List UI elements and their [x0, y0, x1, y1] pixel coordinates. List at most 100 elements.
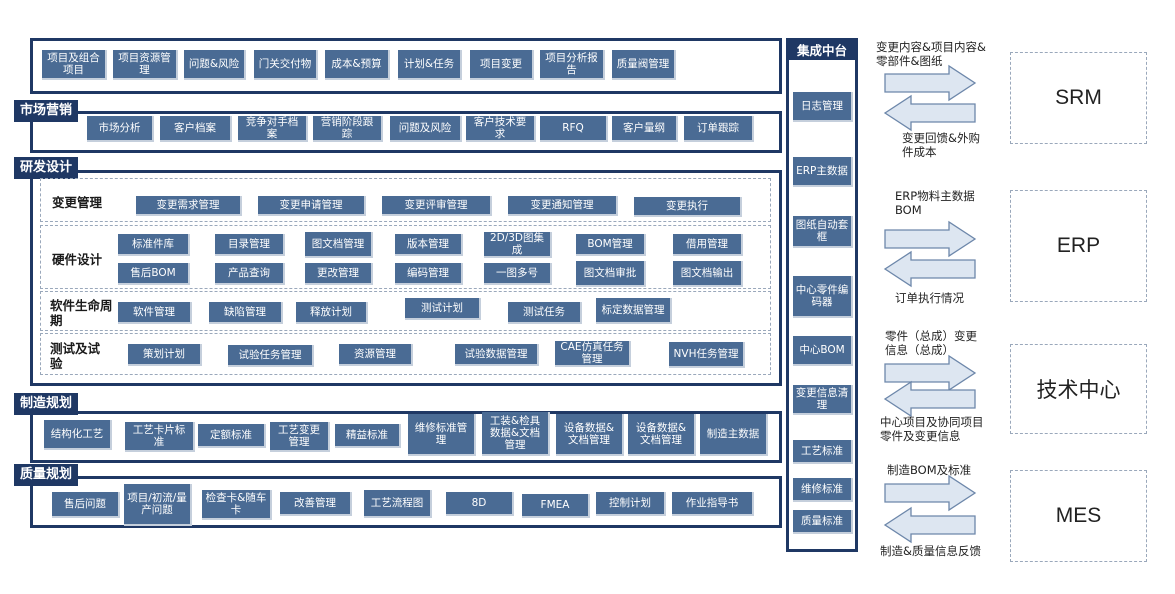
marketing-item[interactable]: 竞争对手档案 [238, 116, 308, 142]
software-row [40, 291, 771, 331]
manufacturing-item[interactable]: 设备数据&文档管理 [628, 414, 696, 456]
software-item[interactable]: 释放计划 [296, 302, 368, 324]
project-item[interactable]: 成本&预算 [325, 50, 390, 80]
quality-item[interactable]: 作业指导书 [672, 492, 754, 516]
testing-item[interactable]: NVH任务管理 [669, 342, 745, 368]
marketing-item[interactable]: 客户技术要求 [466, 116, 536, 142]
tech-in-note: 中心项目及协同项目零件及变更信息 [880, 415, 984, 443]
quality-item[interactable]: 检查卡&随车卡 [202, 490, 272, 520]
tech-center-system: 技术中心 [1010, 344, 1147, 434]
quality-item[interactable]: 控制计划 [596, 492, 666, 516]
hub-item[interactable]: 日志管理 [793, 92, 853, 122]
hardware-label: 硬件设计 [52, 252, 103, 267]
manufacturing-item[interactable]: 制造主数据 [700, 414, 768, 456]
hub-item[interactable]: 中心零件编码器 [793, 276, 853, 318]
marketing-item[interactable]: 营销阶段跟踪 [313, 116, 383, 142]
testing-row [40, 333, 771, 375]
hardware-item[interactable]: 借用管理 [673, 234, 743, 256]
testing-item[interactable]: 策划计划 [128, 344, 202, 366]
marketing-item[interactable]: 客户档案 [160, 116, 232, 142]
project-item[interactable]: 项目分析报告 [540, 50, 605, 80]
project-item[interactable]: 项目及组合项目 [42, 50, 107, 80]
hardware-item[interactable]: 产品查询 [215, 263, 285, 285]
change-row [40, 178, 771, 222]
quality-title: 质量规划 [14, 464, 79, 486]
software-item[interactable]: 标定数据管理 [596, 298, 672, 324]
testing-item[interactable]: 资源管理 [339, 344, 413, 366]
project-item[interactable]: 计划&任务 [398, 50, 462, 80]
testing-label: 测试及试验 [50, 341, 101, 371]
hardware-item[interactable]: 编码管理 [395, 263, 463, 285]
testing-item[interactable]: 试验任务管理 [228, 345, 314, 367]
project-item[interactable]: 问题&风险 [184, 50, 246, 80]
hardware-item[interactable]: 一图多号 [484, 263, 552, 285]
right-arrow-icon [884, 354, 977, 392]
project-item[interactable]: 质量阀管理 [612, 50, 676, 80]
marketing-item[interactable]: 客户量纲 [612, 116, 678, 142]
erp-system: ERP [1010, 190, 1147, 302]
hub-item[interactable]: 中心BOM [793, 336, 853, 366]
srm-in-note: 变更回馈&外购件成本 [902, 131, 980, 159]
software-item[interactable]: 软件管理 [118, 302, 192, 324]
marketing-item[interactable]: 问题及风险 [390, 116, 462, 142]
change-item[interactable]: 变更申请管理 [258, 196, 366, 216]
manufacturing-item[interactable]: 维修标准管理 [408, 414, 476, 456]
hub-item[interactable]: ERP主数据 [793, 157, 853, 187]
quality-item[interactable]: 8D [446, 492, 514, 516]
erp-in-note: 订单执行情况 [895, 291, 964, 305]
hub-item[interactable]: 图纸自动套框 [793, 216, 853, 248]
srm-out-note: 变更内容&项目内容&零部件&图纸 [876, 40, 986, 68]
hardware-item[interactable]: 目录管理 [215, 234, 285, 256]
testing-item[interactable]: CAE仿真任务管理 [555, 341, 631, 367]
hardware-item[interactable]: 标准件库 [118, 234, 190, 256]
change-item[interactable]: 变更执行 [634, 197, 742, 217]
quality-item[interactable]: 工艺流程图 [364, 490, 432, 518]
left-arrow-icon [883, 380, 976, 418]
manufacturing-item[interactable]: 工装&检具数据&文档管理 [482, 412, 550, 456]
hub-item[interactable]: 质量标准 [793, 510, 853, 534]
hardware-item[interactable]: 更改管理 [305, 263, 373, 285]
right-arrow-icon [884, 64, 977, 102]
hub-item[interactable]: 维修标准 [793, 478, 853, 502]
change-item[interactable]: 变更需求管理 [136, 196, 242, 216]
project-item[interactable]: 项目变更 [470, 50, 534, 80]
quality-item[interactable]: FMEA [522, 494, 590, 518]
left-arrow-icon [883, 250, 976, 288]
hardware-item[interactable]: 2D/3D图集成 [484, 232, 552, 258]
change-item[interactable]: 变更通知管理 [508, 196, 618, 216]
hardware-item[interactable]: 图文档管理 [305, 232, 373, 258]
hardware-item[interactable]: 版本管理 [395, 234, 463, 256]
software-item[interactable]: 测试计划 [405, 298, 481, 320]
hub-title: 集成中台 [786, 38, 858, 60]
hardware-item[interactable]: 图文档审批 [576, 261, 646, 287]
marketing-title: 市场营销 [14, 100, 79, 122]
marketing-item[interactable]: 市场分析 [87, 116, 154, 142]
software-item[interactable]: 缺陷管理 [209, 302, 283, 324]
manufacturing-item[interactable]: 设备数据&文档管理 [556, 414, 624, 456]
change-item[interactable]: 变更评审管理 [382, 196, 492, 216]
testing-item[interactable]: 试验数据管理 [455, 344, 539, 366]
hub-item[interactable]: 工艺标准 [793, 440, 853, 464]
tech-out-note: 零件（总成）变更信息（总成） [885, 329, 977, 357]
manufacturing-item[interactable]: 定额标准 [198, 424, 266, 448]
hardware-item[interactable]: 售后BOM [118, 263, 190, 285]
right-arrow-icon [884, 220, 977, 258]
hub-item[interactable]: 变更信息清理 [793, 385, 853, 415]
hardware-item[interactable]: 图文档输出 [673, 261, 743, 287]
srm-system: SRM [1010, 52, 1147, 144]
mes-in-note: 制造&质量信息反馈 [880, 544, 981, 558]
manufacturing-item[interactable]: 工艺变更管理 [270, 422, 330, 452]
project-item[interactable]: 项目资源管理 [113, 50, 178, 80]
software-item[interactable]: 测试任务 [508, 302, 582, 324]
quality-item[interactable]: 售后问题 [52, 492, 120, 518]
quality-item[interactable]: 改善管理 [280, 492, 352, 516]
marketing-item[interactable]: 订单跟踪 [684, 116, 754, 142]
manufacturing-item[interactable]: 结构化工艺 [44, 420, 112, 450]
marketing-item[interactable]: RFQ [540, 116, 608, 142]
manufacturing-item[interactable]: 工艺卡片标准 [125, 422, 195, 452]
manufacturing-item[interactable]: 精益标准 [335, 424, 401, 448]
change-label: 变更管理 [52, 195, 103, 210]
quality-item[interactable]: 项目/初流/量产问题 [124, 484, 192, 526]
hardware-item[interactable]: BOM管理 [576, 234, 646, 256]
project-item[interactable]: 门关交付物 [254, 50, 318, 80]
